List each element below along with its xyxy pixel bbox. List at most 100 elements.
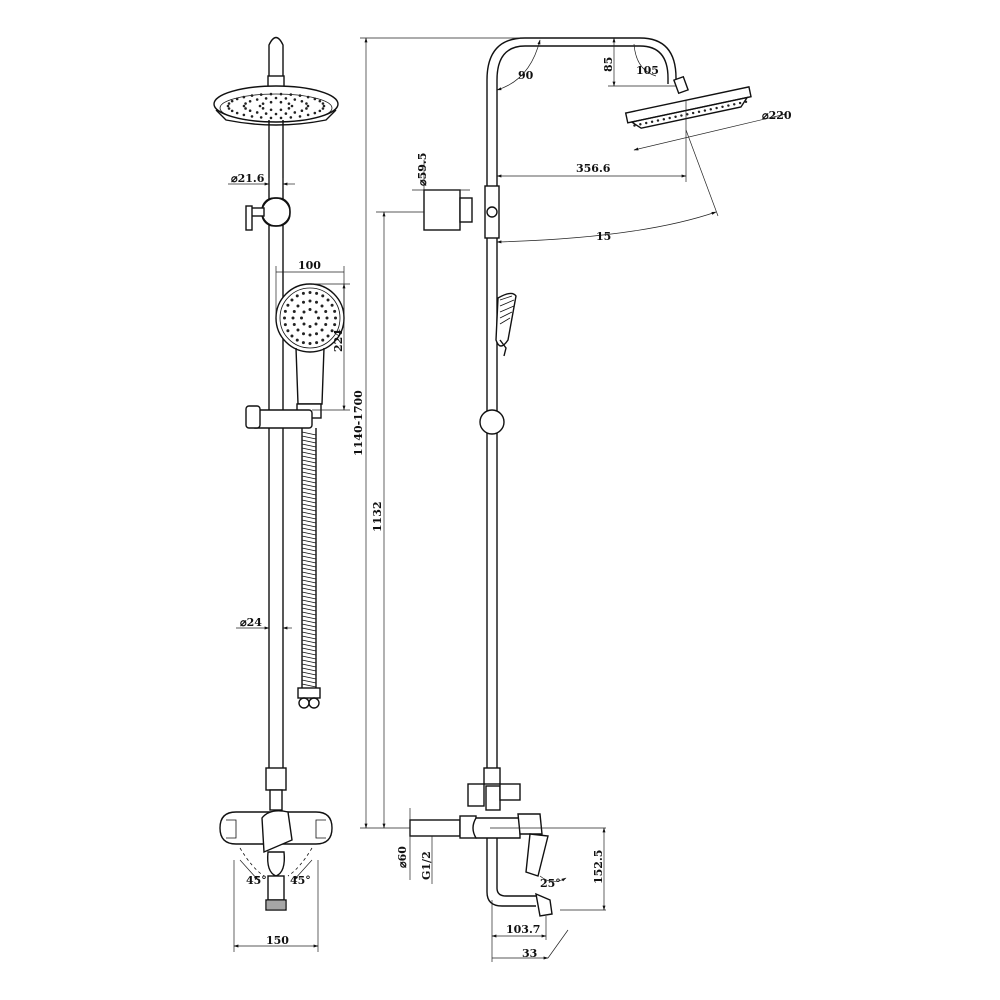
dim-spout-reach: 103.7 bbox=[506, 923, 540, 936]
slide-holder bbox=[245, 405, 313, 429]
dim-rail-diameter: ⌀24 bbox=[240, 616, 262, 629]
nozzle-dot bbox=[290, 104, 294, 108]
dim-arm-drop: 85 bbox=[602, 57, 615, 72]
nozzle-dot bbox=[697, 110, 701, 113]
nozzle-dot bbox=[322, 104, 326, 108]
dim-spout-angle: 33 bbox=[522, 947, 537, 960]
nozzle-dot bbox=[302, 322, 306, 326]
nozzle-dot bbox=[259, 93, 263, 96]
nozzle-dot bbox=[308, 291, 312, 294]
nozzle-dot bbox=[330, 303, 334, 307]
hose-coil bbox=[301, 431, 317, 436]
hose-coil bbox=[301, 499, 317, 504]
nozzle-dot bbox=[242, 113, 246, 117]
nozzle-dot bbox=[318, 109, 322, 113]
nozzle-dot bbox=[250, 115, 254, 118]
dim-pipe-height: 1132 bbox=[371, 501, 384, 532]
nozzle-dot bbox=[230, 109, 234, 113]
hose-coil bbox=[301, 475, 317, 480]
nozzle-dot bbox=[633, 124, 636, 127]
nozzle-dot bbox=[668, 116, 671, 120]
nozzle-dot bbox=[298, 94, 302, 97]
hose-coil bbox=[301, 627, 317, 632]
nozzle-dot bbox=[300, 316, 303, 320]
nozzle-dot bbox=[662, 118, 666, 121]
dim-lever-right: 45° bbox=[290, 874, 311, 887]
hose-coil bbox=[301, 495, 317, 500]
nozzle-dot bbox=[242, 95, 246, 99]
nozzle-dot bbox=[284, 97, 288, 100]
nozzle-dot bbox=[293, 111, 297, 114]
hose-coil bbox=[301, 571, 317, 576]
hose-coil bbox=[301, 651, 317, 656]
rain-shower-head bbox=[213, 85, 339, 126]
nozzle-dot bbox=[283, 323, 287, 327]
nozzle-dot bbox=[744, 100, 748, 104]
nozzle-dot bbox=[264, 97, 268, 100]
nozzle-dot bbox=[295, 338, 299, 342]
nozzle-dot bbox=[305, 107, 308, 110]
nozzle-dot bbox=[330, 329, 334, 333]
hose-coil bbox=[301, 455, 317, 460]
shower-hose bbox=[297, 428, 321, 709]
nozzle-dot bbox=[300, 109, 304, 113]
nozzle-dot bbox=[230, 99, 234, 103]
nozzle-dot bbox=[290, 298, 294, 302]
nozzle-dot bbox=[306, 104, 310, 108]
nozzle-dot bbox=[301, 300, 305, 304]
nozzle-dot bbox=[226, 104, 230, 108]
dim-mixer-width: 150 bbox=[266, 934, 289, 947]
nozzle-dot bbox=[727, 104, 730, 107]
dim-lever-left: 45° bbox=[246, 874, 267, 887]
hose-coil bbox=[301, 631, 317, 636]
hose-coil bbox=[301, 511, 317, 516]
nozzle-dot bbox=[639, 123, 642, 126]
nozzle-dot bbox=[313, 97, 317, 101]
nozzle-dot bbox=[235, 111, 239, 115]
dim-head-diameter: ⌀220 bbox=[762, 109, 792, 122]
nozzle-dot bbox=[248, 109, 252, 113]
side-lower-connector bbox=[467, 767, 521, 811]
side-pipe-outer bbox=[486, 37, 677, 770]
nozzle-dot bbox=[308, 342, 312, 345]
nozzle-dot bbox=[284, 112, 288, 115]
nozzle-dot bbox=[295, 294, 299, 298]
nozzle-dot bbox=[279, 92, 283, 96]
dim-bend-angle: 90 bbox=[518, 69, 534, 82]
dim-rod-diameter: ⌀21.6 bbox=[231, 172, 265, 185]
nozzle-dot bbox=[721, 105, 724, 108]
dim-hand-height: 224 bbox=[332, 329, 345, 352]
hose-coil bbox=[301, 435, 317, 440]
nozzle-dot bbox=[318, 99, 322, 103]
nozzle-dot bbox=[242, 104, 246, 108]
front-dimensions: ⌀21.6 100 224 ⌀24 45° 45° 150 bbox=[228, 172, 350, 952]
hose-coil bbox=[301, 515, 317, 520]
hose-coil bbox=[301, 679, 317, 684]
side-hand-shower bbox=[495, 292, 517, 357]
nozzle-dot bbox=[248, 99, 252, 103]
nozzle-dot bbox=[305, 102, 308, 105]
nozzle-dot bbox=[314, 310, 318, 314]
nozzle-dot bbox=[308, 308, 312, 311]
dim-lever-angle: 25° bbox=[540, 877, 561, 890]
dim-arm-reach: 356.6 bbox=[576, 162, 611, 175]
nozzle-dot bbox=[261, 102, 265, 105]
nozzle-dot bbox=[255, 111, 259, 114]
nozzle-dot bbox=[308, 325, 312, 328]
nozzle-dot bbox=[308, 333, 312, 337]
nozzle-dot bbox=[315, 341, 319, 345]
nozzle-dot bbox=[283, 316, 286, 320]
nozzle-dot bbox=[709, 108, 712, 111]
nozzle-dot bbox=[298, 115, 302, 118]
nozzle-dot bbox=[326, 298, 330, 302]
nozzle-dot bbox=[235, 97, 239, 101]
hose-coil bbox=[301, 507, 317, 512]
nozzle-dot bbox=[321, 338, 325, 342]
hose-coil bbox=[301, 491, 317, 496]
nozzle-dot bbox=[259, 116, 263, 119]
hose-coil bbox=[301, 467, 317, 472]
nozzle-dot bbox=[715, 106, 718, 110]
hose-coil bbox=[301, 451, 317, 456]
side-pipe-inner bbox=[496, 45, 669, 770]
nozzle-dot bbox=[315, 332, 319, 336]
